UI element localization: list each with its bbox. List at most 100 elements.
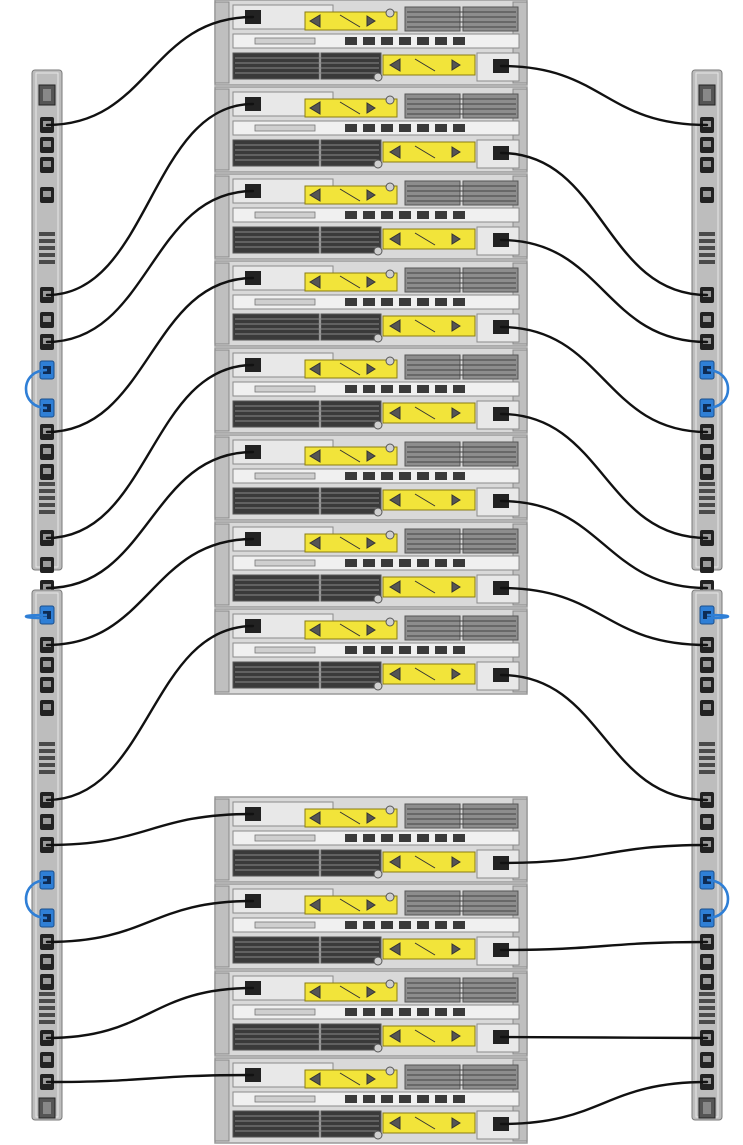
pdu-vent-slot: [699, 756, 715, 760]
lower-drive-grid-b: [321, 53, 381, 79]
io-port: [435, 834, 447, 842]
pdu-vent-slot: [39, 999, 55, 1003]
io-port: [381, 646, 393, 654]
io-port: [363, 646, 375, 654]
io-port: [453, 211, 465, 219]
right-lower-pdu: [692, 590, 722, 1120]
pdu-outlet-pins: [43, 161, 51, 167]
io-port: [381, 559, 393, 567]
pdu-outlet-pins: [703, 681, 711, 687]
io-port: [363, 1095, 375, 1103]
lower-drive-grid-b: [321, 227, 381, 253]
io-port: [435, 1095, 447, 1103]
lower-thumbscrew: [374, 508, 382, 516]
lower-drive-grid-a: [233, 401, 319, 427]
pdu-outlet-pins: [703, 704, 711, 710]
lower-thumbscrew: [374, 247, 382, 255]
pdu-breaker-toggle: [703, 89, 711, 101]
ac-power-cable-right: [501, 588, 707, 645]
io-port: [381, 37, 393, 45]
io-port: [417, 37, 429, 45]
disk-shelf: [215, 261, 527, 346]
pdu-vent-slot: [39, 1006, 55, 1010]
io-port: [399, 385, 411, 393]
pdu-vent-slot: [39, 992, 55, 996]
lower-drive-grid-b: [321, 575, 381, 601]
io-port: [363, 921, 375, 929]
io-handle: [255, 922, 315, 928]
pdu-vent-slot: [39, 1020, 55, 1024]
io-handle: [255, 560, 315, 566]
lower-drive-grid-b: [321, 662, 381, 688]
pdu-vent-slot: [699, 232, 715, 236]
lower-drive-grid-a: [233, 314, 319, 340]
pdu-vent-slot: [39, 482, 55, 486]
io-port: [417, 472, 429, 480]
io-port: [399, 1095, 411, 1103]
pdu-outlet-pins: [703, 661, 711, 667]
io-port: [417, 1095, 429, 1103]
pdu-vent-slot: [699, 742, 715, 746]
upper-thumbscrew: [386, 531, 394, 539]
left-upper-pdu: [32, 70, 62, 627]
io-port: [435, 124, 447, 132]
io-handle: [255, 38, 315, 44]
io-port: [345, 834, 357, 842]
lower-shelf-stack: [215, 797, 527, 1143]
upper-thumbscrew: [386, 806, 394, 814]
io-handle: [255, 125, 315, 131]
pdu-vent-slot: [699, 482, 715, 486]
lower-thumbscrew: [374, 595, 382, 603]
io-port: [399, 559, 411, 567]
pdu-vent-slot: [39, 749, 55, 753]
io-port: [345, 298, 357, 306]
upper-thumbscrew: [386, 893, 394, 901]
pdu-outlet-pins: [43, 448, 51, 454]
pdu-vent-slot: [699, 992, 715, 996]
pdu-vent-slot: [39, 770, 55, 774]
shelf-left-ear: [215, 1060, 229, 1141]
pdu-vent-slot: [39, 232, 55, 236]
upper-thumbscrew: [386, 270, 394, 278]
io-port: [453, 1008, 465, 1016]
io-port: [345, 646, 357, 654]
pdu-vent-slot: [699, 1020, 715, 1024]
pdu-vent-slot: [39, 510, 55, 514]
lower-drive-grid-b: [321, 850, 381, 876]
io-port: [345, 472, 357, 480]
pdu-outlet-pins: [43, 316, 51, 322]
pdu-outlet-pins: [703, 191, 711, 197]
ac-power-cable-right: [501, 1037, 707, 1038]
pdu-vent-slot: [39, 756, 55, 760]
left-lower-pdu: [32, 590, 62, 1120]
pdu-vent-slot: [39, 239, 55, 243]
pdu-outlet-pins: [43, 1056, 51, 1062]
pdu-vent-slot: [39, 742, 55, 746]
io-port: [435, 298, 447, 306]
lower-drive-grid-b: [321, 1111, 381, 1137]
lower-drive-grid-a: [233, 488, 319, 514]
shelf-layer: [215, 0, 527, 1143]
io-port: [435, 211, 447, 219]
lower-drive-grid-a: [233, 227, 319, 253]
io-port: [435, 472, 447, 480]
shelf-left-ear: [215, 350, 229, 431]
io-port: [453, 559, 465, 567]
pdu-outlet-pins: [703, 468, 711, 474]
io-port: [345, 124, 357, 132]
ac-power-cable-right: [501, 414, 707, 538]
upper-thumbscrew: [386, 96, 394, 104]
io-port: [417, 124, 429, 132]
shelf-left-ear: [215, 799, 229, 880]
right-upper-pdu: [692, 70, 722, 627]
upper-thumbscrew: [386, 183, 394, 191]
io-handle: [255, 473, 315, 479]
lower-drive-grid-b: [321, 488, 381, 514]
shelf-left-ear: [215, 886, 229, 967]
disk-shelf: [215, 522, 527, 607]
pdu-vent-slot: [39, 260, 55, 264]
lower-drive-grid-b: [321, 937, 381, 963]
io-port: [399, 646, 411, 654]
lower-thumbscrew: [374, 1044, 382, 1052]
